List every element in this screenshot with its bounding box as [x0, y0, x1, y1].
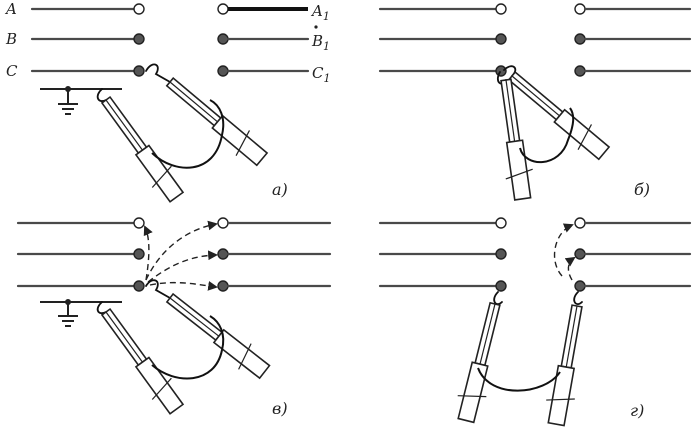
- c-rod-right: [160, 286, 274, 384]
- b-node-b: [495, 33, 507, 45]
- marker-dot: [314, 25, 318, 29]
- c-node-b1: [217, 248, 229, 260]
- rod-left: [93, 90, 189, 207]
- d-node-a: [495, 217, 507, 229]
- b-node-a1: [574, 3, 586, 15]
- b-ground-cord: [519, 107, 575, 163]
- node-c1: [217, 65, 229, 77]
- c-node-c1: [217, 280, 229, 292]
- d-rod-left: [451, 299, 510, 425]
- label-phase-b: B: [5, 30, 17, 48]
- clamp-hook-phase: [145, 63, 171, 83]
- panel-d: г): [378, 217, 692, 428]
- c-node-c: [133, 280, 145, 292]
- node-b1: [217, 33, 229, 45]
- d-ground-cord: [477, 367, 561, 392]
- c-node-a1: [217, 217, 229, 229]
- rod-right: [160, 70, 272, 171]
- c-clamp-hook-phase: [145, 279, 171, 299]
- d-node-c1: [574, 280, 586, 292]
- d-move-arrows: [553, 223, 576, 281]
- label-phase-a: A: [4, 0, 17, 18]
- b-node-b1: [574, 33, 586, 45]
- c-rod-left: [93, 302, 189, 419]
- label-phase-b1: B1: [311, 32, 330, 53]
- c-ground-cord: [151, 315, 225, 380]
- d-rod-right: [541, 302, 592, 428]
- ground-bus: [40, 86, 122, 115]
- b-node-a: [495, 3, 507, 15]
- d-node-c: [495, 280, 507, 292]
- d-clamp-hook-right: [573, 291, 583, 305]
- c-ground-bus: [40, 299, 122, 327]
- node-b-left: [133, 33, 145, 45]
- panel-a: A B C A1 B1 C1 а): [4, 0, 330, 207]
- c-node-a: [133, 217, 145, 229]
- b-node-c: [495, 65, 507, 77]
- panel-b: б): [378, 3, 692, 202]
- panel-label-c: в): [272, 399, 288, 418]
- b-node-c1: [574, 65, 586, 77]
- d-node-a1: [574, 217, 586, 229]
- c-move-arrows: [143, 220, 218, 291]
- c-clamp-hook-ground: [96, 301, 107, 315]
- label-phase-c1: C1: [312, 64, 330, 85]
- panel-label-b: б): [634, 180, 650, 199]
- c-node-b: [133, 248, 145, 260]
- label-phase-a1: A1: [310, 2, 330, 23]
- ground-cord: [151, 99, 225, 169]
- node-a1: [217, 3, 229, 15]
- d-node-b1: [574, 248, 586, 260]
- panel-label-a: а): [272, 180, 288, 199]
- d-node-b: [495, 248, 507, 260]
- clamp-hook-ground: [96, 88, 107, 102]
- node-c-left: [133, 65, 145, 77]
- panel-c: в): [16, 217, 332, 419]
- d-clamp-hook-left: [493, 291, 503, 305]
- node-a-left: [133, 3, 145, 15]
- panel-label-d: г): [630, 401, 644, 420]
- label-phase-c: C: [6, 62, 18, 80]
